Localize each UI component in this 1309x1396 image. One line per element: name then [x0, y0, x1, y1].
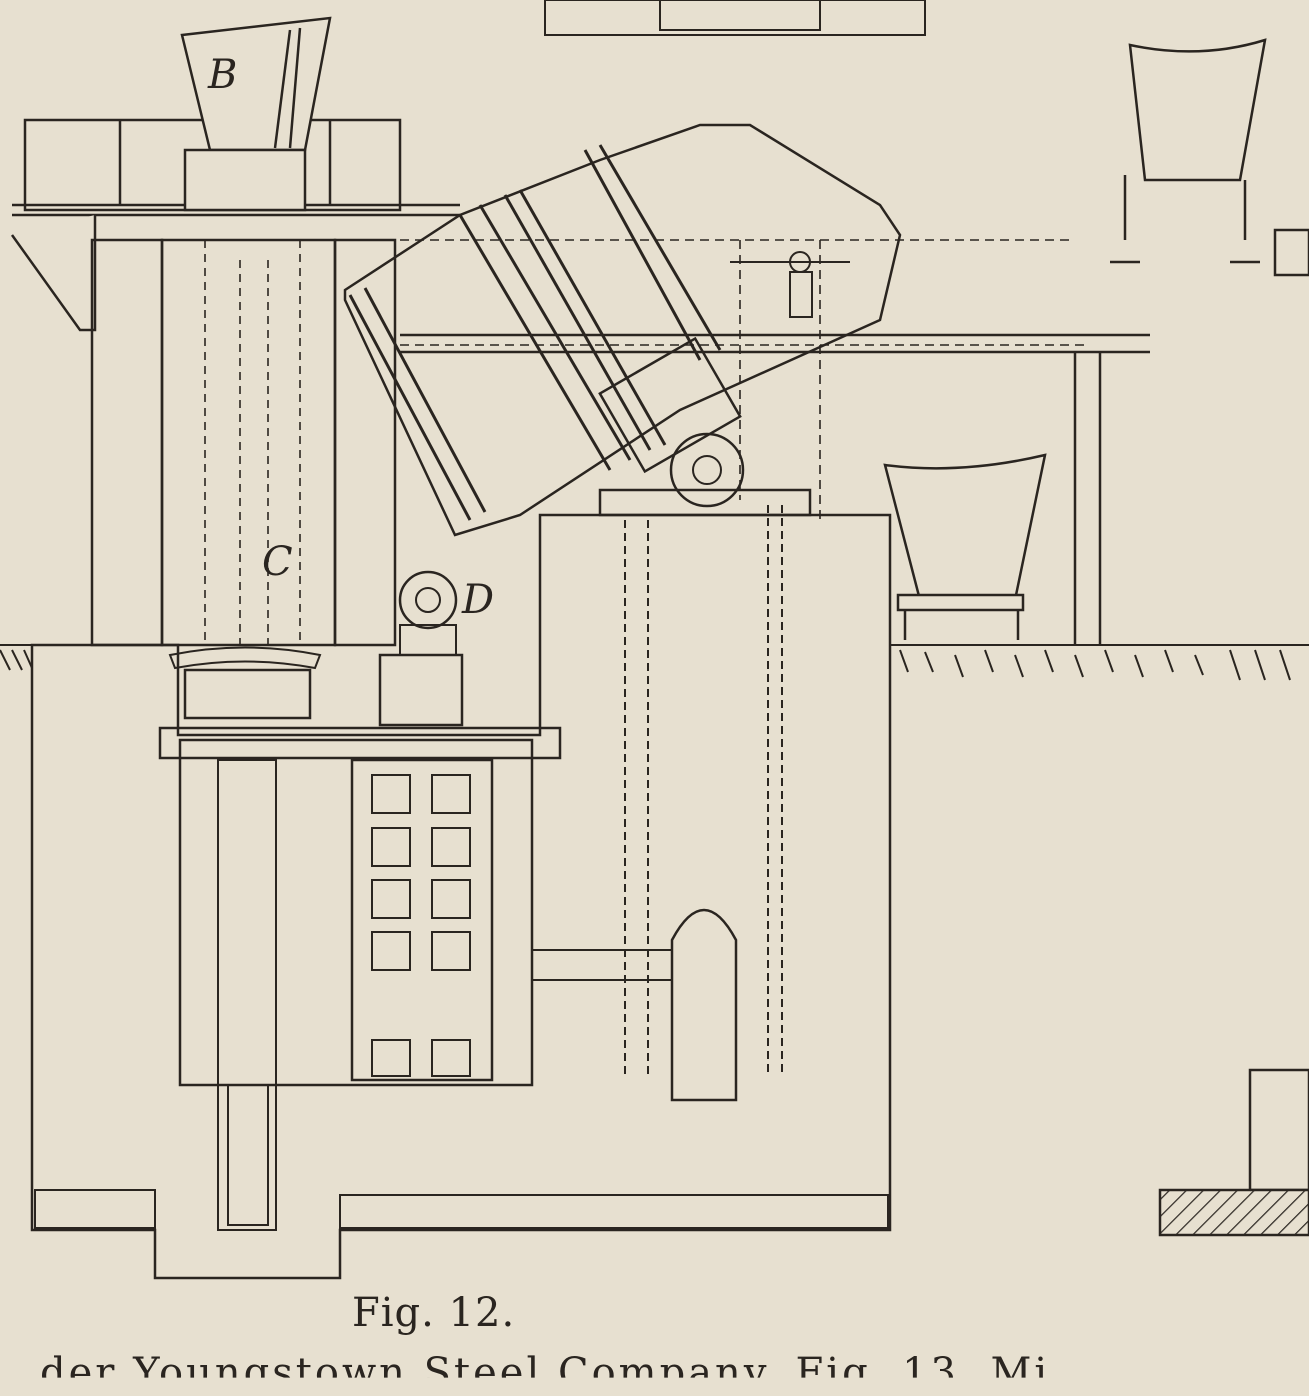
shaft-c — [90, 238, 562, 760]
figure-caption: Fig. 12. — [352, 1290, 516, 1336]
lower-right-fragment — [1158, 1068, 1309, 1237]
ladle-top-right — [1110, 38, 1309, 277]
label-d: D — [461, 577, 494, 623]
label-c: C — [262, 539, 293, 585]
cut-off-text-line: der Youngstown Steel Company. Fig. 13. M… — [40, 1350, 1051, 1396]
label-b: B — [207, 52, 237, 98]
hopper-b — [180, 16, 332, 212]
mixer-vessel — [343, 123, 1085, 656]
ladle-right — [883, 453, 1047, 640]
foundation — [30, 505, 892, 1280]
top-fragment — [544, 0, 926, 36]
right-gallery — [400, 333, 1150, 645]
